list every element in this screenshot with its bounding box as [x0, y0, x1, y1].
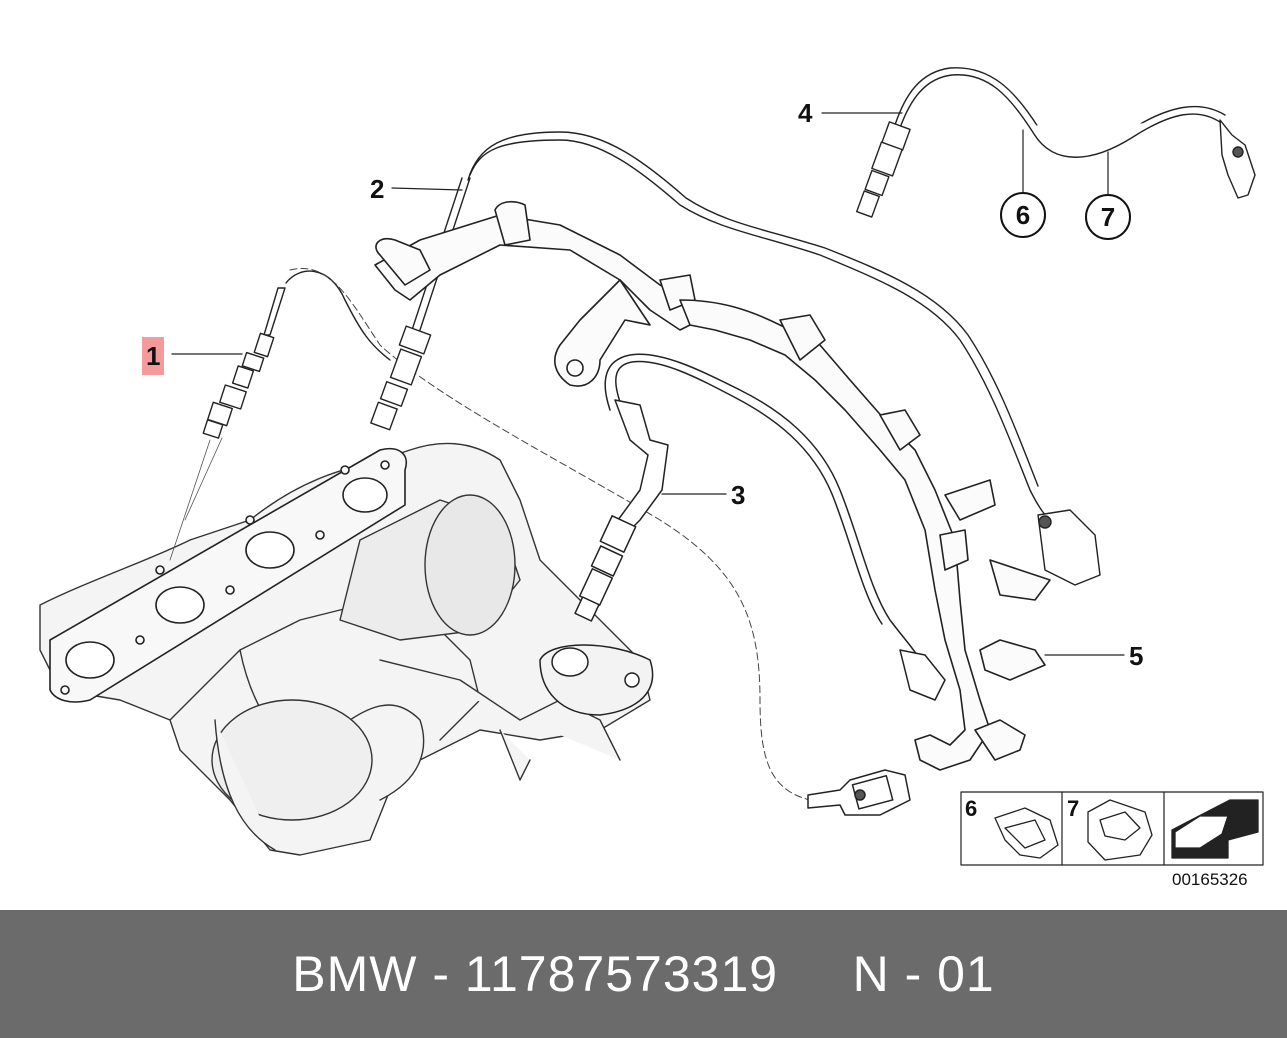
cable-3-drawing — [574, 353, 946, 701]
callout-6[interactable]: 6 — [1000, 192, 1046, 238]
callout-5[interactable]: 5 — [1129, 641, 1144, 671]
sensor-1-routing-line — [289, 268, 811, 801]
footer-position: N - 01 — [852, 946, 995, 1002]
footer-gap — [778, 945, 852, 1003]
clip-6-drawing — [994, 807, 1059, 859]
sensor-1-connector-drawing — [807, 769, 911, 816]
footer-separator: - — [417, 946, 465, 1002]
cable-4-drawing — [856, 67, 1256, 218]
diagram-drawing — [39, 67, 1264, 866]
callout-4[interactable]: 4 — [798, 98, 813, 128]
inset-label-7: 7 — [1067, 796, 1080, 821]
arrow-icon — [1171, 799, 1259, 859]
parts-diagram: 1 2 3 4 5 6 7 6 7 00165326 — [39, 67, 1264, 889]
bracket-5-drawing — [374, 200, 1051, 771]
exhaust-manifold-drawing — [39, 442, 651, 856]
footer-brand: BMW — [292, 946, 418, 1002]
callout-7[interactable]: 7 — [1085, 194, 1131, 240]
footer-bar: BMW - 11787573319 N - 01 — [0, 910, 1287, 1038]
callout-3[interactable]: 3 — [731, 480, 746, 510]
sensor-1-drawing — [202, 270, 391, 439]
cable-2-drawing — [370, 131, 1101, 586]
diagram-reference-number: 00165326 — [1172, 870, 1248, 889]
lower-flange-drawing — [539, 644, 654, 716]
leader-lines — [171, 112, 1125, 656]
inset-label-6: 6 — [965, 796, 978, 821]
callout-1[interactable]: 1 — [142, 337, 165, 375]
clip-7-drawing — [1087, 799, 1153, 861]
gasket-flange-drawing — [49, 448, 407, 703]
footer-part-number: 11787573319 — [464, 946, 779, 1002]
callout-2[interactable]: 2 — [370, 174, 385, 204]
